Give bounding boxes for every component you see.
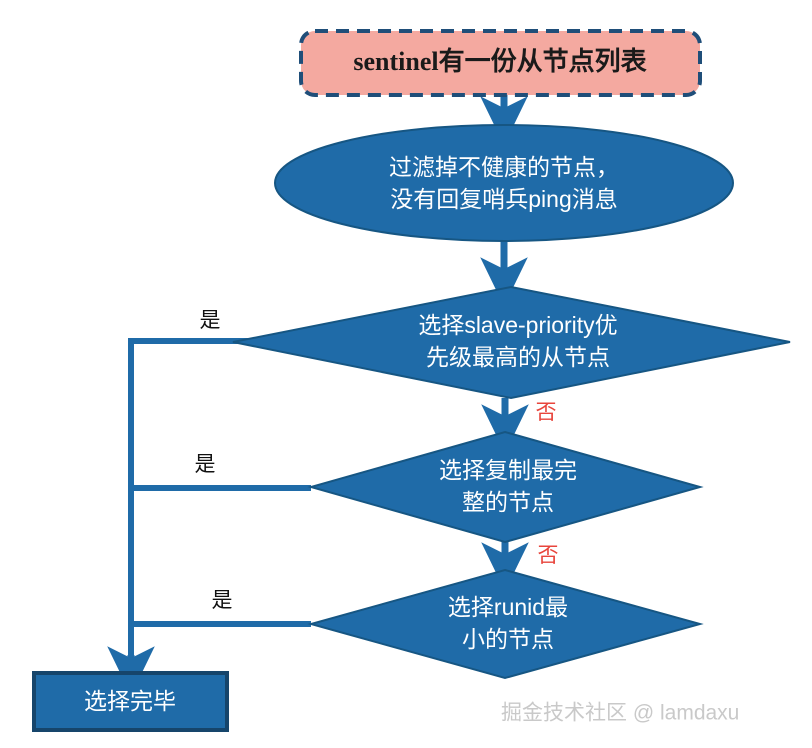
node-decision-priority-shape: [232, 285, 791, 400]
edge-label-no-offset: 否: [538, 543, 559, 567]
node-decision-runid-label-line2: 小的节点: [462, 626, 554, 652]
edge-label-yes-offset: 是: [195, 452, 216, 476]
node-filter-label-line2: 没有回复哨兵ping消息: [390, 186, 617, 212]
connector-priority-yes-rail: [128, 338, 346, 660]
node-decision-offset-label-line2: 整的节点: [462, 489, 554, 515]
edge-label-yes-runid: 是: [212, 588, 233, 612]
node-end-label: 选择完毕: [84, 688, 176, 714]
node-filter-label-line1: 过滤掉不健康的节点，: [389, 154, 619, 180]
node-decision-offset-label-line1: 选择复制最完: [439, 457, 577, 483]
edge-label-yes-priority: 是: [200, 308, 221, 332]
node-end-shape: [32, 671, 229, 732]
node-filter-shape: [274, 124, 734, 242]
edge-label-no-priority: 否: [536, 400, 557, 424]
node-decision-offset-shape: [307, 430, 704, 544]
node-start-shape: [299, 29, 702, 97]
watermark-label: 掘金技术社区 @ lamdaxu: [501, 702, 739, 725]
node-start-label: sentinel有一份从节点列表: [353, 46, 647, 76]
node-decision-runid-label-line1: 选择runid最: [448, 594, 568, 620]
node-decision-priority-label-line2: 先级最高的从节点: [426, 344, 610, 370]
node-decision-priority-label-line1: 选择slave-priority优: [418, 312, 617, 338]
node-decision-runid-shape: [307, 568, 704, 680]
